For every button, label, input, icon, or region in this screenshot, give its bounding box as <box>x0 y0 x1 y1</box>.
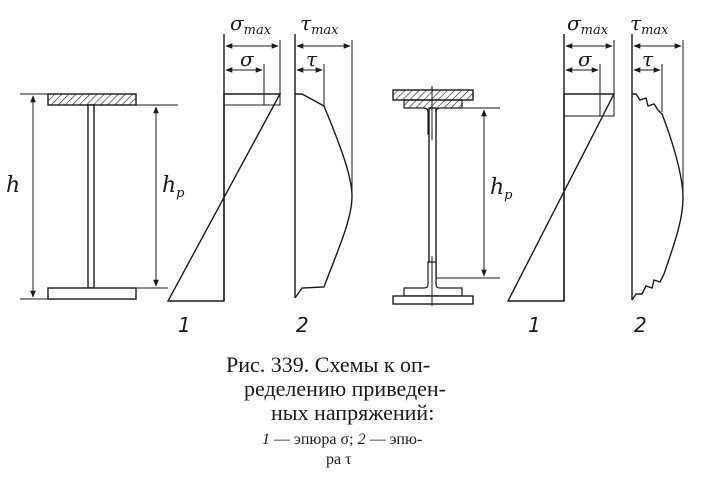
diagram-number-1-right: 1 <box>528 313 541 337</box>
caption-legend-line-2: ра τ <box>326 451 352 468</box>
sigma-max-right-label: σmax <box>567 11 609 38</box>
left-web <box>87 104 95 289</box>
left-beam: h hp <box>6 93 185 300</box>
left-tau-diagram: τmax τ 2 <box>294 11 353 337</box>
sigma-right-label: σ <box>578 47 593 71</box>
diagram-number-2-left: 2 <box>296 313 309 337</box>
sigma-max-left-label: σmax <box>230 11 272 38</box>
tau-left-label: τ <box>306 47 318 71</box>
right-sigma-diagram: σmax σ 1 <box>506 11 616 337</box>
hp-left-label: hp <box>162 173 185 201</box>
tau-max-right-label: τmax <box>630 11 669 38</box>
hp-right-label: hp <box>490 175 513 203</box>
left-bottom-flange <box>47 287 137 300</box>
figure-caption: Рис. 339. Схемы к оп- ределению приведен… <box>226 352 446 468</box>
diagram-number-2-right: 2 <box>634 313 647 337</box>
caption-line-3: ных напряжений: <box>271 400 434 425</box>
tau-max-left-label: τmax <box>300 11 339 38</box>
caption-line-1: Рис. 339. Схемы к оп- <box>226 352 430 377</box>
right-beam: hp <box>392 86 513 306</box>
tau-right-label: τ <box>642 47 654 71</box>
left-sigma-diagram: σmax σ 1 <box>166 11 282 337</box>
sigma-left-label: σ <box>240 47 255 71</box>
diagram-number-1-left: 1 <box>178 313 191 337</box>
caption-line-2: ределению приведен- <box>244 376 446 401</box>
h-label: h <box>6 173 20 198</box>
caption-legend-line-1: 1 — эпюра σ; 2 — эпю- <box>262 431 422 448</box>
right-tau-diagram: τmax τ 2 <box>630 11 684 337</box>
left-top-flange <box>47 93 137 106</box>
